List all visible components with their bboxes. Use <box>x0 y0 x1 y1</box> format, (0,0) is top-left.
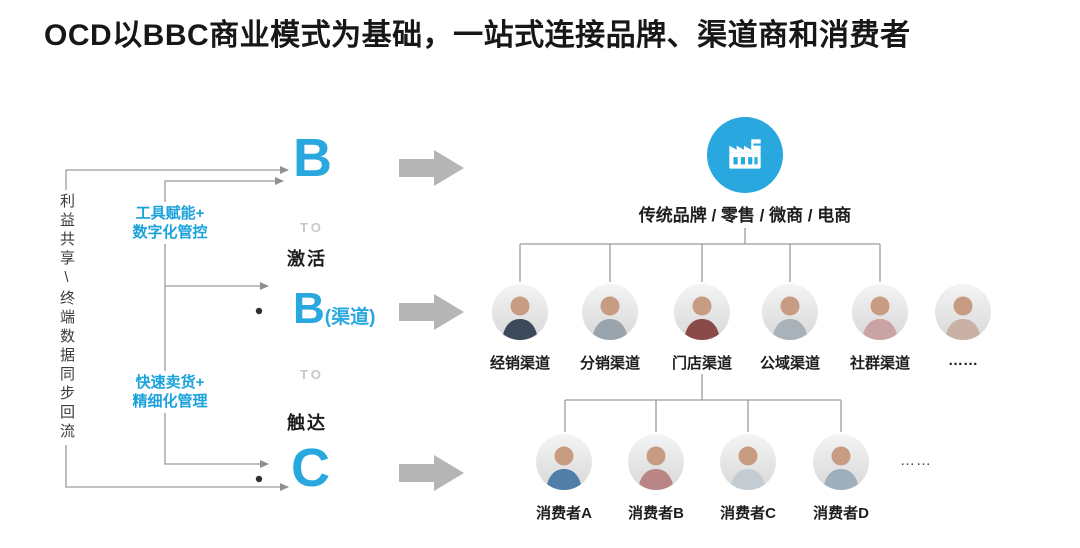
consumer-tree-lines <box>564 374 842 432</box>
connector-dots <box>255 307 263 483</box>
block-arrow-b-channel <box>399 294 464 330</box>
person-photo-icon <box>772 296 808 340</box>
brand-caption: 传统品牌 / 零售 / 微商 / 电商 <box>638 206 852 225</box>
node-c-consumer: C <box>291 438 330 498</box>
person-photo-icon <box>684 296 720 340</box>
channel-item-distribution: 分销渠道 <box>568 284 652 373</box>
to-label-lower: TO <box>300 367 324 382</box>
channel-item-community: 社群渠道 <box>838 284 922 373</box>
consumer-avatar <box>720 434 776 490</box>
consumer-item-c: 消费者C <box>706 434 790 523</box>
benefit-sharing-vertical-label: 利益共享\终端数据同步回流 <box>55 190 77 445</box>
channel-more-label: …… <box>948 352 978 369</box>
sell-note-line1: 快速卖货+ <box>135 374 205 391</box>
node-b-channel: B (渠道) <box>293 287 375 331</box>
channel-label: 经销渠道 <box>489 355 550 372</box>
sell-note-line2: 精细化管理 <box>132 393 208 410</box>
channel-item-public-domain: 公域渠道 <box>748 284 832 373</box>
node-b-channel-suffix: (渠道) <box>324 307 376 328</box>
consumer-item-a: 消费者A <box>522 434 606 523</box>
channel-label: 公域渠道 <box>759 355 820 372</box>
person-photo-icon <box>823 446 859 490</box>
consumer-item-d: 消费者D <box>799 434 883 523</box>
node-b-brand: B <box>293 128 332 188</box>
channel-avatar <box>762 284 818 340</box>
reach-label: 触达 <box>287 413 327 433</box>
person-photo-icon <box>592 296 628 340</box>
person-photo-icon <box>502 296 538 340</box>
person-photo-icon <box>638 446 674 490</box>
person-photo-icon <box>546 446 582 490</box>
channel-avatar <box>674 284 730 340</box>
flow-block-arrows <box>399 150 464 491</box>
consumer-avatar <box>536 434 592 490</box>
sell-arrow-to-c <box>164 300 269 468</box>
consumer-label: 消费者B <box>628 505 684 522</box>
channel-avatar <box>852 284 908 340</box>
brand-tree-lines <box>519 228 881 282</box>
block-arrow-c <box>399 455 464 491</box>
consumer-label: 消费者D <box>813 505 869 522</box>
fast-selling-note: 快速卖货+ 精细化管理 <box>114 371 226 413</box>
channel-label: 门店渠道 <box>671 355 732 372</box>
consumer-label: 消费者C <box>720 505 776 522</box>
consumer-avatar <box>628 434 684 490</box>
brand-node-circle <box>707 117 783 193</box>
channel-item-more: …… <box>921 284 1005 369</box>
activate-label: 激活 <box>287 249 327 269</box>
node-b-channel-letter: B <box>293 284 325 333</box>
to-label-upper: TO <box>300 220 324 235</box>
consumers-more: …… <box>900 452 932 469</box>
channel-label: 分销渠道 <box>579 355 640 372</box>
channel-item-store: 门店渠道 <box>660 284 744 373</box>
person-photo-icon <box>945 296 981 340</box>
tool-note-line2: 数字化管控 <box>132 224 208 241</box>
channel-avatar <box>582 284 638 340</box>
person-photo-icon <box>862 296 898 340</box>
channel-avatar <box>935 284 991 340</box>
tool-note-line1: 工具赋能+ <box>135 205 205 222</box>
channel-item-dealer: 经销渠道 <box>478 284 562 373</box>
factory-icon <box>729 139 761 169</box>
consumer-label: 消费者A <box>536 505 592 522</box>
block-arrow-b <box>399 150 464 186</box>
consumer-avatar <box>813 434 869 490</box>
tool-arrow-to-b <box>164 177 284 300</box>
tool-empowerment-note: 工具赋能+ 数字化管控 <box>114 202 226 244</box>
backflow-arrow-to-b <box>65 166 289 330</box>
consumer-item-b: 消费者B <box>614 434 698 523</box>
person-photo-icon <box>730 446 766 490</box>
channel-label: 社群渠道 <box>849 355 910 372</box>
channel-avatar <box>492 284 548 340</box>
page-title: OCD以BBC商业模式为基础，一站式连接品牌、渠道商和消费者 <box>44 19 911 52</box>
